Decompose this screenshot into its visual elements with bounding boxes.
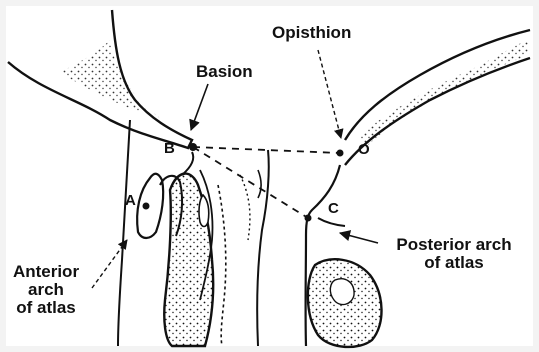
point-b-label: B [164,141,175,157]
posterior-arch-label: Posterior arch of atlas [380,236,528,272]
anterior-arch-label: Anterior arch of atlas [6,263,86,317]
odontoid-and-anterior-arch [118,120,250,346]
basion-arrow [191,84,208,130]
posterior-arch-label-line2: of atlas [380,254,528,272]
point-b-marker [189,143,197,151]
leader-arrows [92,50,378,288]
point-c-marker [305,215,312,222]
clivus-skull-base [8,10,192,148]
point-a-label: A [125,193,136,209]
spinal-canal-line [257,150,269,346]
posterior-arch-of-atlas [306,165,382,347]
point-c-label: C [328,201,339,217]
basion-label: Basion [196,63,253,81]
anterior-arch-label-line1: Anterior [6,263,86,281]
anterior-arch-label-line3: of atlas [6,299,86,317]
posterior-arch-label-line1: Posterior arch [380,236,528,254]
posterior-arch-arrow [340,233,378,243]
opisthion-arrow [318,50,341,138]
point-o-marker [337,150,344,157]
opisthion-label: Opisthion [272,24,351,42]
point-o-label: O [358,142,370,158]
anterior-arch-label-line2: arch [6,281,86,299]
point-a-marker [143,203,150,210]
occipital-bone [345,30,530,165]
